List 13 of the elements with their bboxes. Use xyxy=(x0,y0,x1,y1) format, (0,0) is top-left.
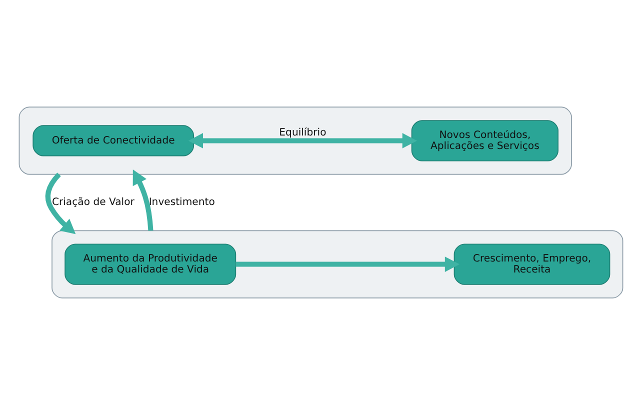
node-box: Novos Conteúdos, Aplicações e Serviços xyxy=(411,120,558,161)
edge-label: Criação de Valor xyxy=(52,196,134,208)
edge-label: Equilíbrio xyxy=(279,126,326,138)
arrow xyxy=(188,132,418,148)
arrow xyxy=(45,172,76,234)
node-box: Aumento da Produtividade e da Qualidade de Vida xyxy=(64,243,236,284)
arrow xyxy=(132,169,154,230)
cluster xyxy=(52,230,624,298)
node-box: Oferta de Conectividade xyxy=(32,124,194,156)
arrow xyxy=(236,256,460,272)
cluster xyxy=(18,106,572,174)
node-box: Crescimento, Emprego, Receita xyxy=(454,243,610,284)
edge-label: Investimento xyxy=(148,196,215,208)
